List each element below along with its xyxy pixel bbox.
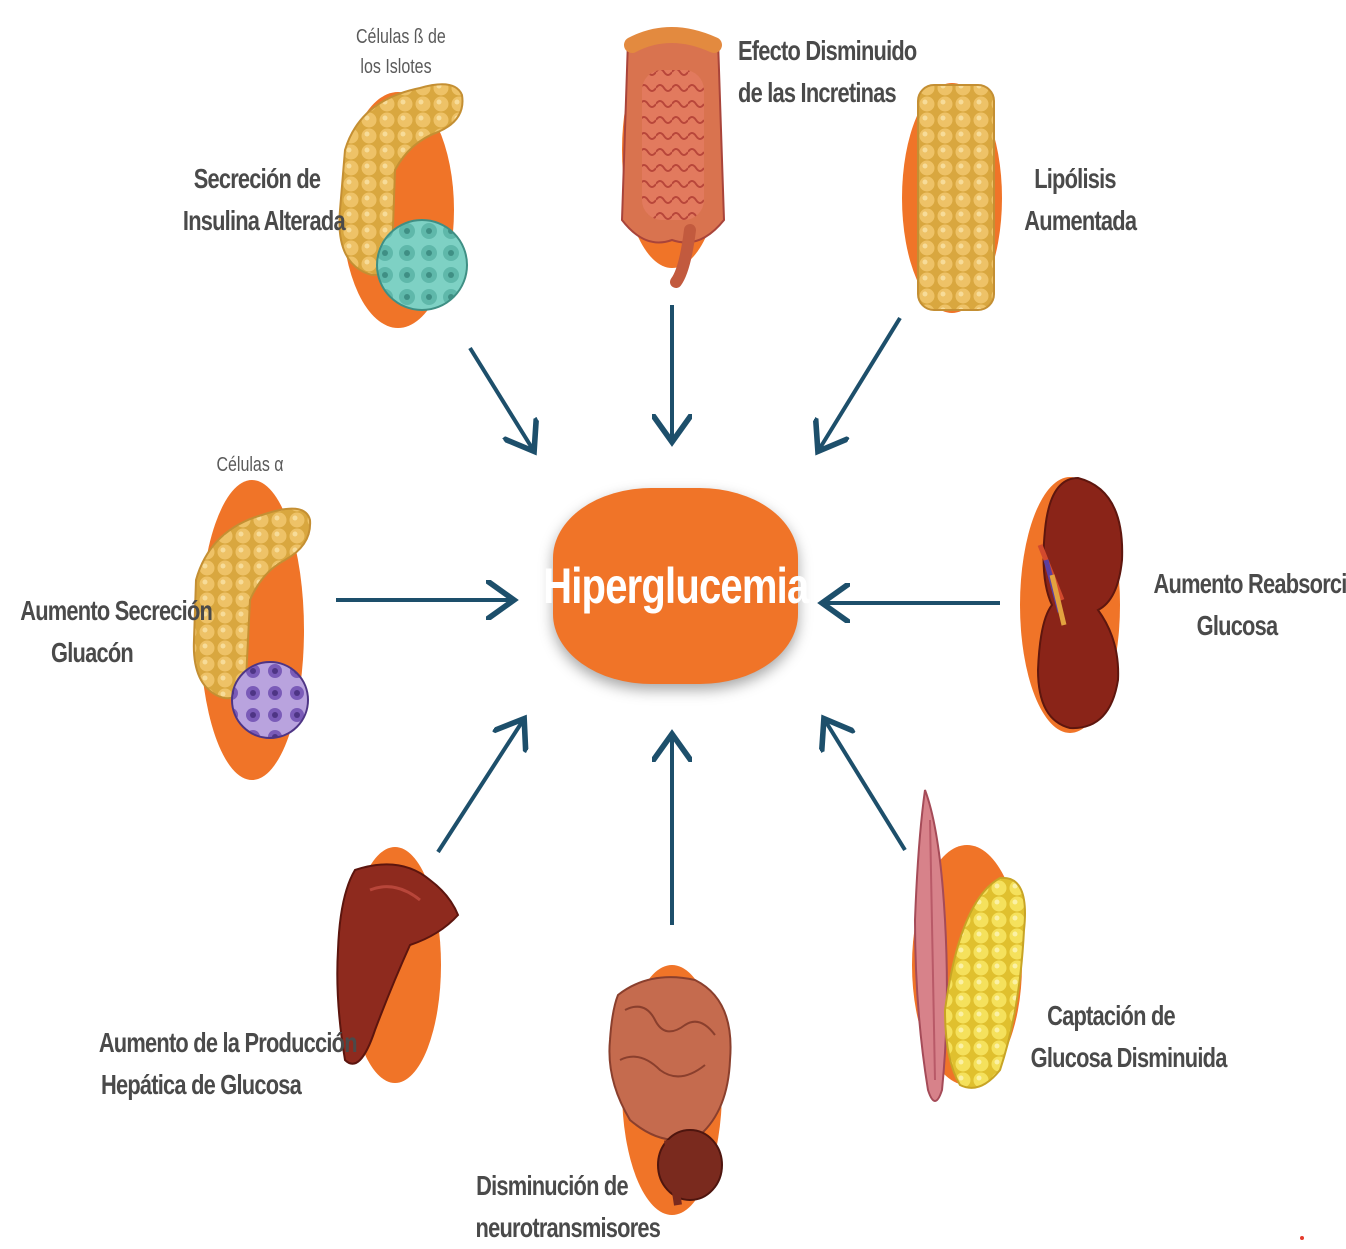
center-title: Hiperglucemia [543,557,808,615]
arrow-uptake [826,722,905,850]
reabsorption-label: Aumento Reabsorción Glucosa [1154,563,1321,647]
beta-islet-cells-icon [377,220,467,310]
alpha-cells-label: Células α [210,450,290,480]
arrow-lipolysis [820,318,900,448]
hepatic-label: Aumento de la Producción Hepática de Glu… [99,1022,303,1106]
adipose-tissue-icon [918,85,994,310]
intestine-illustration [622,30,724,282]
neuro-label: Disminución de neurotransmisores [476,1165,629,1249]
alpha-cells-icon [232,662,308,738]
lipolysis-label: Lipólisis Aumentada [1024,158,1125,242]
uptake-label: Captación de Glucosa Disminuida [1031,995,1192,1079]
arrow-insulin [470,348,532,448]
pancreas-alpha-illustration [194,480,310,780]
center-hyperglycemia: Hiperglucemia [553,488,798,684]
insulin-label: Secreción de Insulina Alterada [183,158,331,242]
arrow-hepatic [438,722,522,852]
incretins-label: Efecto Disminuido de las Incretinas [738,30,880,114]
kidney-illustration [1020,477,1122,733]
muscle-fat-icon [915,790,1025,1101]
adipose-illustration [902,83,1002,313]
muscle-fat-illustration [912,790,1025,1101]
pancreas-beta-illustration [339,84,467,328]
beta-cells-label: Células ß de los Islotes [356,22,436,82]
corner-mark [1300,1236,1304,1240]
glucagon-label: Aumento Secreción Gluacón [20,590,164,674]
